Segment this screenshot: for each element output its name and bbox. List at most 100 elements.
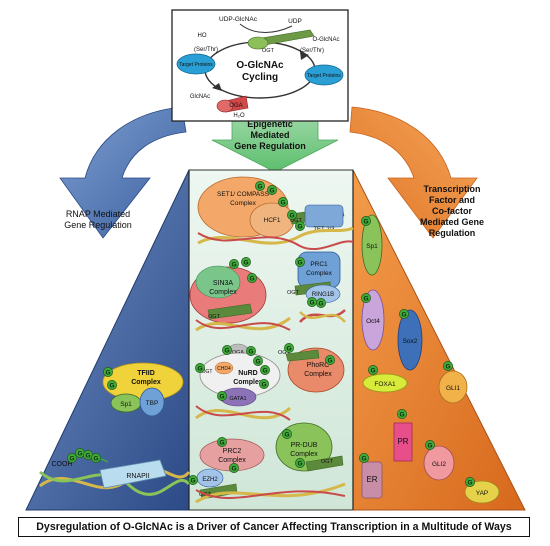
- phorc-label-1: PhoRC: [307, 362, 330, 369]
- oglcnac-glyph-icon: G: [217, 437, 227, 447]
- oglcnac-glyph-letter: G: [197, 365, 202, 372]
- oglcnac-glyph-icon: G: [67, 453, 77, 463]
- ser-thr-right-label: (Ser/Thr): [300, 48, 324, 54]
- oglcnac-glyph-letter: G: [363, 295, 368, 302]
- oglcnac-glyph-letter: G: [231, 261, 236, 268]
- oglcnac-glyph-icon: G: [241, 257, 251, 267]
- sin3a-label-2: Complex: [209, 289, 237, 296]
- gata1-label: GATA1: [229, 396, 246, 402]
- oglcnac-glyph-letter: G: [77, 450, 82, 457]
- oglcnac-glyph-icon: G: [399, 309, 409, 319]
- right-arrow-label-2: Factor and: [429, 195, 475, 205]
- oglcnac-cycling-panel: UDP-GlcNAc UDP OGT HO (Ser/Thr) O-GlcNAc…: [171, 9, 349, 122]
- oglcnac-glyph-letter: G: [190, 477, 195, 484]
- oglcnac-glyph-icon: G: [368, 365, 378, 375]
- oglcnac-glyph-icon: G: [307, 297, 317, 307]
- oglcnac-glyph-icon: G: [246, 346, 256, 356]
- oglcnac-glyph-letter: G: [286, 345, 291, 352]
- oglcnac-glyph-icon: G: [287, 210, 297, 220]
- oglcnac-glyph-letter: G: [249, 275, 254, 282]
- o-glcnac-label: O-GlcNAc: [313, 37, 340, 43]
- set1-ogt-label: OGT: [290, 218, 303, 224]
- caption-box: Dysregulation of O-GlcNAc is a Driver of…: [18, 517, 530, 537]
- right-arrow-label-4: Mediated Gene: [420, 217, 484, 227]
- yap-label: YAP: [476, 490, 489, 497]
- oglcnac-glyph-icon: G: [282, 429, 292, 439]
- yap: [464, 480, 500, 504]
- set1-compass-complex: SET1/ COMPASS Complex HCF1 OGT TET 2/3: [197, 176, 354, 251]
- prc2-label-2: Complex: [218, 457, 246, 464]
- foxa1-label: FOXA1: [374, 381, 396, 388]
- prc1-ogt-label: OGT: [287, 290, 300, 296]
- oglcnac-glyph-letter: G: [309, 299, 314, 306]
- tfiid-complex: TFIID Complex Sp1 TBP: [102, 362, 184, 417]
- oglcnac-glyph-icon: G: [425, 440, 435, 450]
- oct4-label: Oct4: [366, 318, 380, 325]
- udp-glcnac-label: UDP-GlcNAc: [219, 16, 258, 23]
- oglcnac-glyph-icon: G: [255, 181, 265, 191]
- nurd-label-2: Complex: [233, 379, 263, 386]
- oglcnac-glyph-letter: G: [318, 300, 323, 307]
- rnapii-label: RNAPII: [126, 473, 149, 480]
- oga-enzyme-icon: OGA: [216, 95, 249, 113]
- oglcnac-glyph-icon: G: [295, 257, 305, 267]
- pr-dub-complex: PR-DUB Complex OGT: [195, 422, 346, 504]
- oglcnac-glyph-letter: G: [289, 212, 294, 219]
- cooh-label: COOH: [52, 461, 73, 468]
- oglcnac-glyph-letter: G: [257, 183, 262, 190]
- right-sp1-label: Sp1: [366, 243, 378, 250]
- oglcnac-glyph-icon: G: [217, 391, 227, 401]
- oglcnac-glyph-letter: G: [297, 259, 302, 266]
- oglcnac-glyph-icon: G: [195, 363, 205, 373]
- middle-arrow-label-3: Gene Regulation: [234, 141, 306, 151]
- oglcnac-glyph-letter: G: [269, 187, 274, 194]
- nurd-label-1: NuRD: [238, 370, 257, 377]
- oglcnac-glyph-icon: G: [253, 356, 263, 366]
- cycle-arrow-head-bottom: [212, 83, 222, 91]
- sin3a-complex: SIN3A Complex OGT: [189, 265, 291, 332]
- oglcnac-glyph-letter: G: [231, 465, 236, 472]
- oglcnac-glyph-letter: G: [363, 218, 368, 225]
- ogt-enzyme-icon: OGT: [247, 29, 315, 54]
- er: [361, 461, 383, 499]
- oglcnac-glyph-letter: G: [219, 439, 224, 446]
- prc2-label-1: PRC2: [223, 448, 242, 455]
- oglcnac-glyph-letter: G: [399, 411, 404, 418]
- nurd-ogt-label: OGT: [202, 369, 213, 375]
- tbp-label: TBP: [146, 400, 159, 407]
- phorc-label-2: Complex: [304, 371, 332, 378]
- oglcnac-glyph-letter: G: [248, 348, 253, 355]
- oglcnac-glyph-letter: G: [445, 363, 450, 370]
- right-arrow: [349, 106, 478, 239]
- oct4: [361, 289, 385, 351]
- udp-label: UDP: [288, 18, 302, 25]
- oglcnac-glyph-letter: G: [109, 382, 114, 389]
- prdub-label-2: Complex: [290, 451, 318, 458]
- oglcnac-glyph-icon: G: [361, 216, 371, 226]
- sin3a-ogt-label: OGT: [208, 314, 221, 320]
- middle-arrow-label-1: Epigenetic: [247, 119, 293, 129]
- sox2: [397, 309, 423, 371]
- oglcnac-glyph-icon: G: [284, 343, 294, 353]
- foxa1: [362, 373, 408, 393]
- oglcnac-glyph-icon: G: [103, 367, 113, 377]
- oglcnac-glyph-icon: G: [397, 409, 407, 419]
- prc1-label-2: Complex: [306, 270, 332, 277]
- oglcnac-glyph-letter: G: [255, 358, 260, 365]
- pr: [393, 422, 413, 462]
- oglcnac-glyph-icon: G: [260, 365, 270, 375]
- oglcnac-glyph-icon: G: [465, 477, 475, 487]
- prc1-label-1: PRC1: [310, 261, 328, 268]
- gli2-label: GLI2: [432, 461, 446, 468]
- figure-caption: Dysregulation of O-GlcNAc is a Driver of…: [36, 521, 512, 533]
- oglcnac-glyph-icon: G: [107, 380, 117, 390]
- oga-label: OGA: [229, 103, 242, 109]
- oglcnac-glyph-letter: G: [93, 455, 98, 462]
- left-arrow-label-1: RNAP Mediated: [66, 209, 130, 219]
- cycling-title-1: O-GlcNAc: [236, 60, 284, 71]
- sin3a-label-1: SIN3A: [213, 280, 234, 287]
- ring1b-label: RING1B: [312, 292, 334, 298]
- oglcnac-glyph-letter: G: [284, 431, 289, 438]
- oglcnac-glyph-letter: G: [427, 442, 432, 449]
- left-arrow: [59, 106, 187, 239]
